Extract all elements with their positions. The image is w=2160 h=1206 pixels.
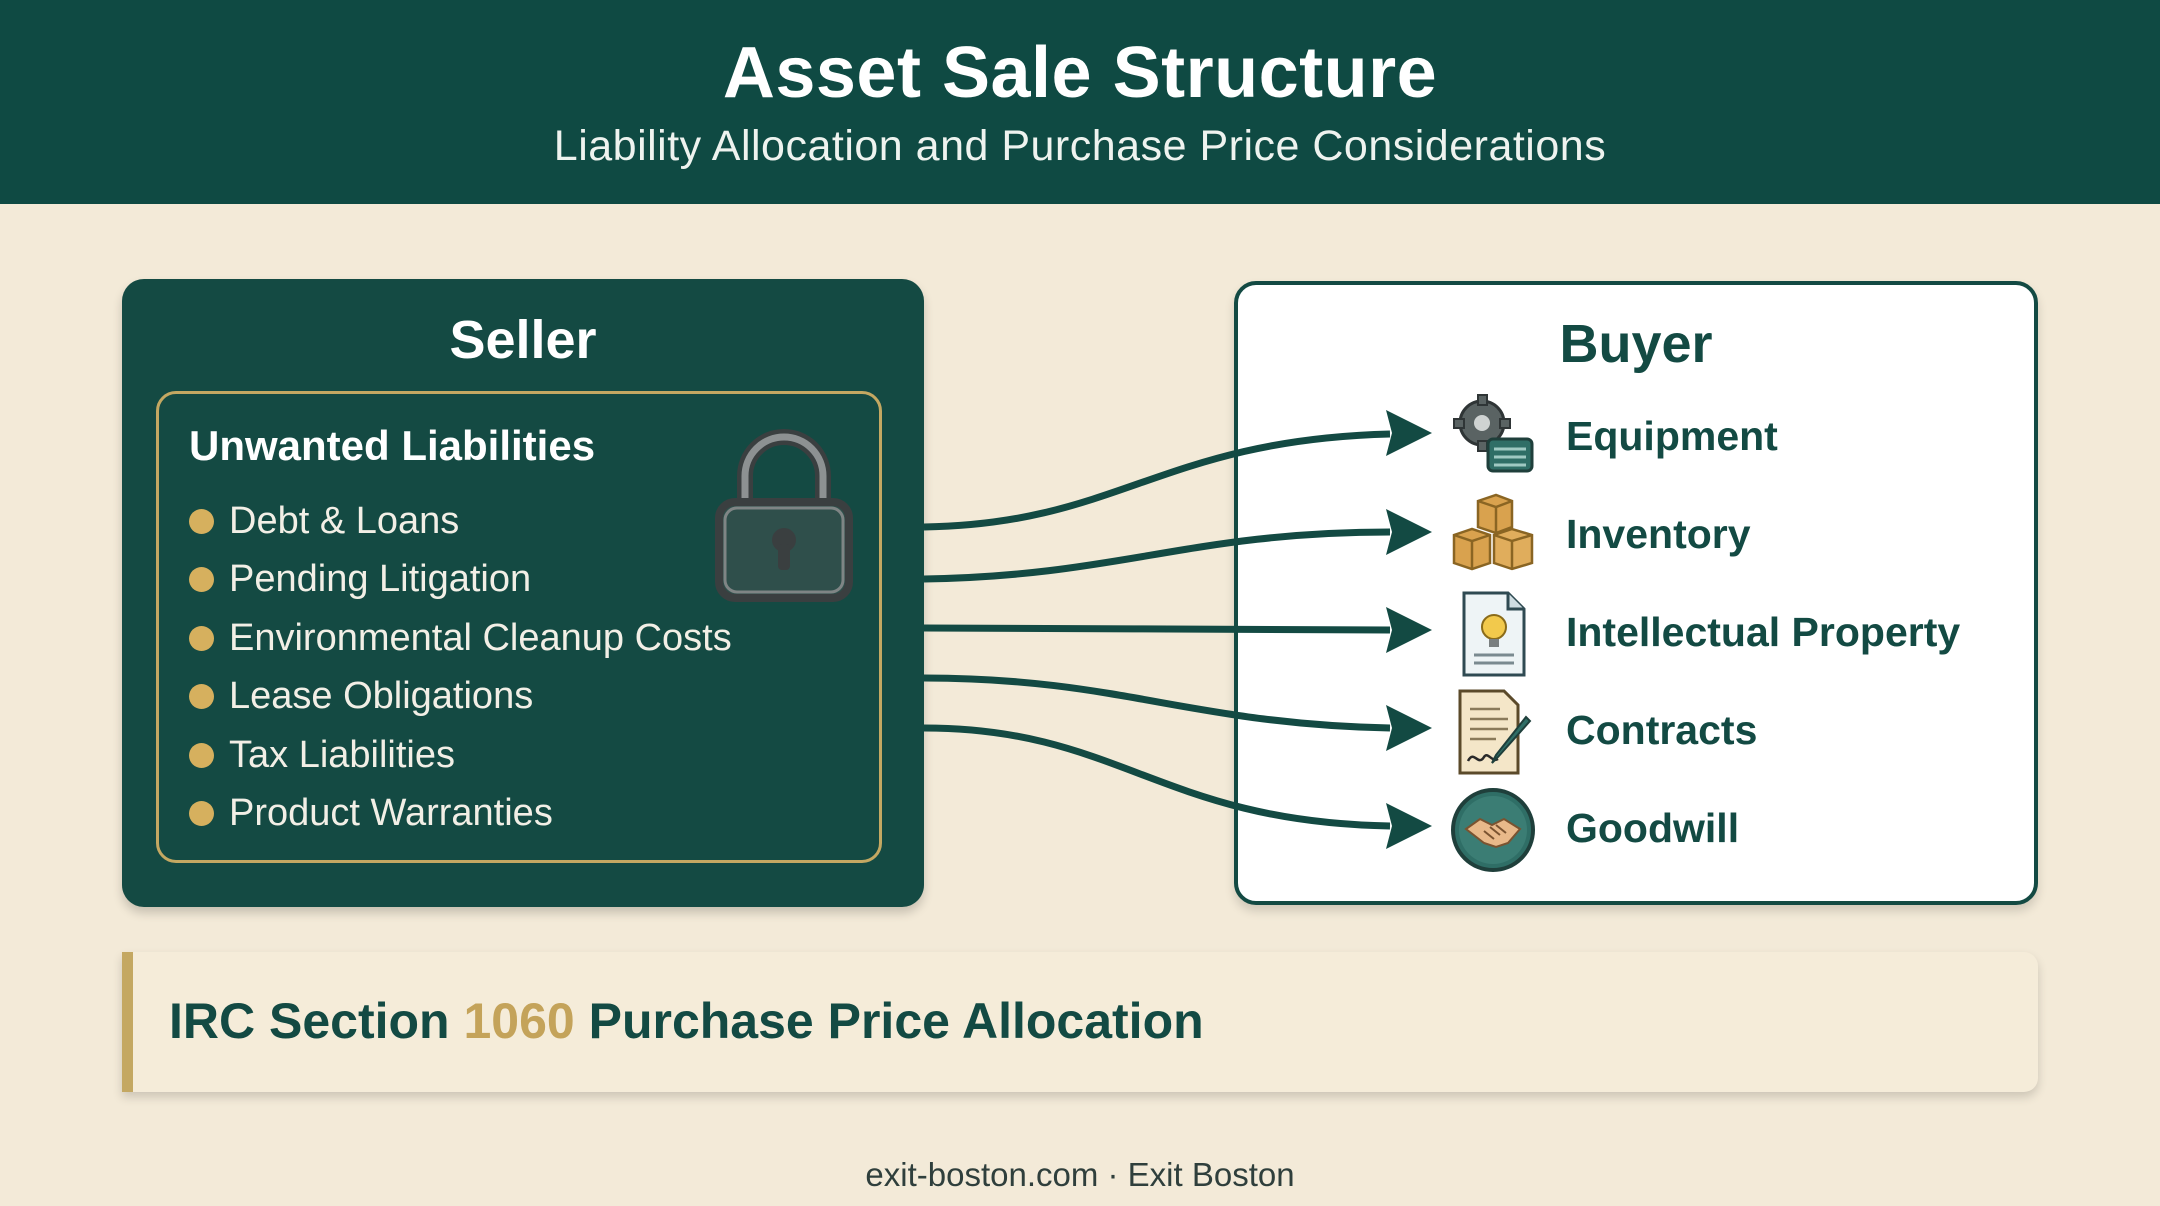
asset-label: Equipment	[1566, 413, 1778, 459]
asset-label: Goodwill	[1566, 805, 1740, 851]
bullet-icon	[189, 567, 214, 593]
seller-title: Seller	[449, 310, 597, 370]
bullet-icon	[189, 684, 214, 710]
asset-label: Inventory	[1566, 511, 1751, 557]
liability-item: Pending Litigation	[189, 551, 732, 610]
asset-label: Contracts	[1566, 707, 1758, 753]
liability-item: Tax Liabilities	[189, 726, 732, 785]
liability-label: Pending Litigation	[229, 558, 532, 601]
liability-item: Product Warranties	[189, 785, 732, 844]
handshake-icon	[1451, 788, 1535, 872]
buyer-panel: Buyer Equipment Inv	[1234, 281, 2038, 905]
asset-inventory: Inventory	[1448, 491, 2028, 581]
signed-contract-icon	[1458, 689, 1532, 775]
lightbulb-document-icon	[1462, 591, 1526, 677]
liability-label: Product Warranties	[229, 792, 553, 835]
buyer-title: Buyer	[1559, 314, 1713, 374]
page-subtitle: Liability Allocation and Purchase Price …	[553, 122, 1607, 170]
asset-contracts: Contracts	[1448, 687, 2028, 777]
irc-callout: IRC Section 1060 Purchase Price Allocati…	[122, 952, 2038, 1092]
bullet-icon	[189, 742, 214, 768]
header-banner: Asset Sale Structure Liability Allocatio…	[0, 0, 2160, 204]
liabilities-heading: Unwanted Liabilities	[189, 422, 596, 469]
boxes-icon	[1452, 493, 1534, 571]
liability-label: Lease Obligations	[229, 675, 534, 718]
liability-label: Debt & Loans	[229, 499, 460, 542]
callout-text: IRC Section 1060 Purchase Price Allocati…	[169, 992, 1204, 1050]
liability-label: Tax Liabilities	[229, 733, 455, 776]
bullet-icon	[189, 801, 214, 827]
unwanted-liabilities-box: Unwanted Liabilities Debt & Loans Pendin…	[156, 391, 882, 863]
asset-goodwill: Goodwill	[1448, 785, 2028, 875]
footer-credit: exit-boston.com · Exit Boston	[865, 1156, 1295, 1193]
liabilities-list: Debt & Loans Pending Litigation Environm…	[189, 492, 732, 843]
liability-item: Debt & Loans	[189, 492, 732, 551]
bullet-icon	[189, 625, 214, 651]
liability-item: Environmental Cleanup Costs	[189, 609, 732, 668]
asset-equipment: Equipment	[1448, 393, 2028, 483]
callout-prefix: IRC Section	[169, 993, 464, 1049]
bullet-icon	[189, 508, 214, 534]
callout-suffix: Purchase Price Allocation	[574, 993, 1204, 1049]
page-title: Asset Sale Structure	[722, 33, 1438, 113]
lock-icon	[715, 429, 853, 602]
liability-label: Environmental Cleanup Costs	[229, 616, 732, 659]
callout-number: 1060	[463, 993, 575, 1049]
asset-intellectual-property: Intellectual Property	[1448, 589, 2028, 679]
gears-icon	[1453, 394, 1534, 473]
liability-item: Lease Obligations	[189, 668, 732, 727]
asset-label: Intellectual Property	[1566, 609, 1961, 655]
seller-panel: Seller Unwanted Liabilities Debt & Loans…	[122, 279, 924, 907]
